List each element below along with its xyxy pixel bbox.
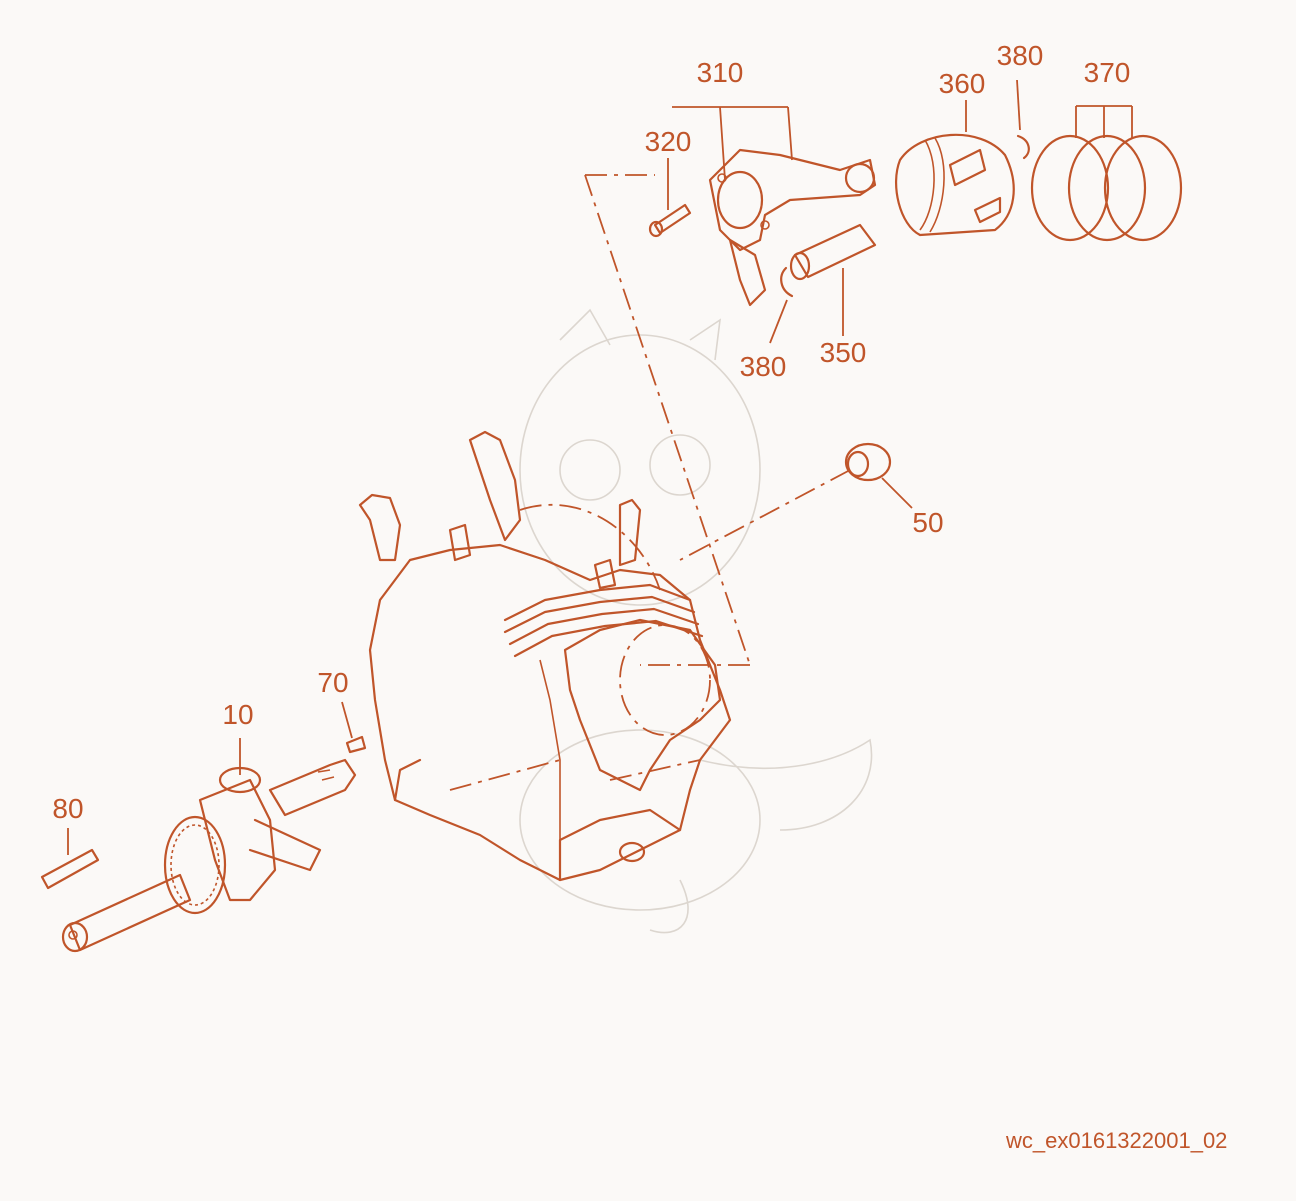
crankcase	[358, 430, 732, 882]
drawing-reference-code: wc_ex0161322001_02	[1006, 1128, 1228, 1153]
bolt-320	[648, 203, 692, 238]
callout-310: 310	[697, 57, 744, 88]
assembly-axis-lines	[584, 174, 851, 666]
callout-370: 370	[1084, 57, 1131, 88]
callout-10: 10	[222, 699, 253, 730]
crankshaft	[61, 758, 357, 953]
leader-lines	[67, 79, 1133, 855]
callout-360: 360	[939, 68, 986, 99]
callout-320: 320	[645, 126, 692, 157]
circlip-380-top	[1016, 134, 1030, 160]
callout-80: 80	[52, 793, 83, 824]
callout-380-top: 380	[997, 40, 1044, 71]
piston-pin-350	[789, 223, 877, 281]
callout-350: 350	[820, 337, 867, 368]
watermark-dragon-mascot	[519, 308, 873, 934]
key-70	[345, 735, 367, 754]
connecting-rod-310	[708, 148, 877, 307]
piston-rings-370	[1030, 134, 1183, 242]
woodruff-key-80	[40, 848, 100, 890]
piston-360	[895, 133, 1015, 237]
callout-70: 70	[317, 667, 348, 698]
circlip-380-bottom	[780, 266, 794, 298]
callout-50: 50	[912, 507, 943, 538]
callout-labels: 310 320 360 380 370 380 350 50 70 10 80	[52, 40, 1130, 824]
washer-50	[844, 442, 892, 482]
callout-380-bottom: 380	[740, 351, 787, 382]
